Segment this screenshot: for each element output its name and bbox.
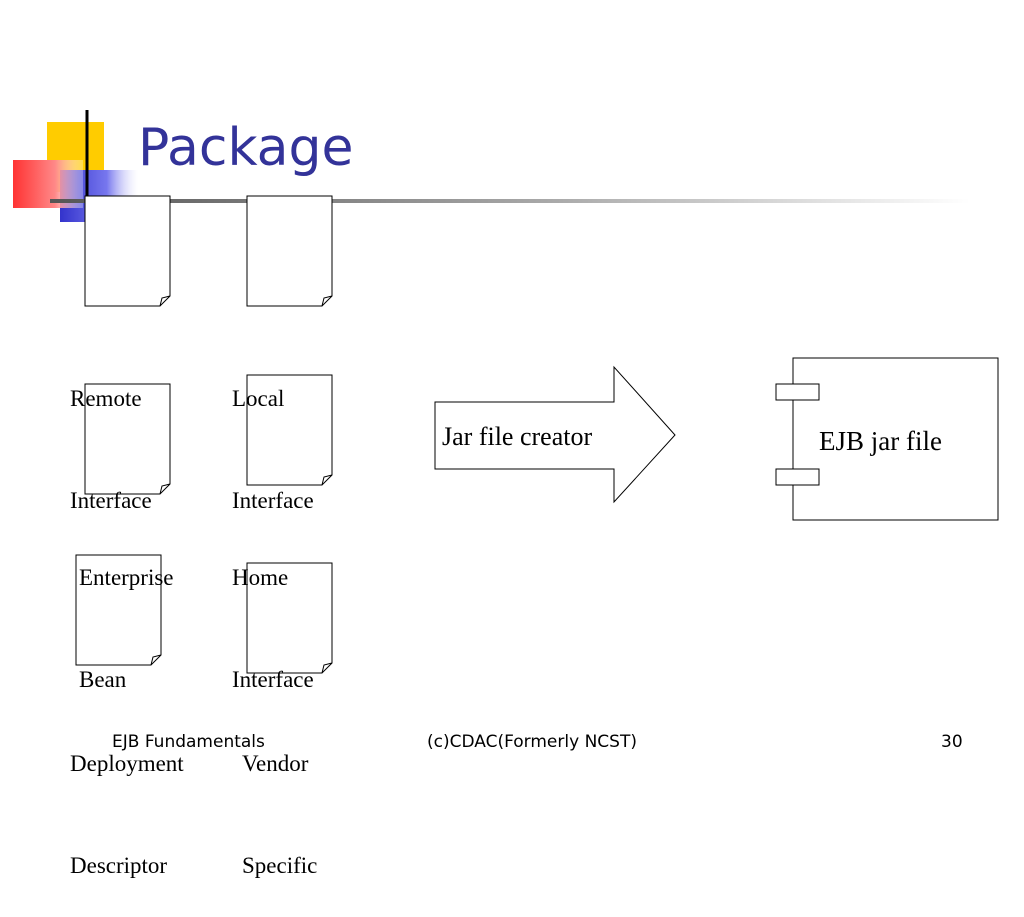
- label-line: Home: [232, 565, 289, 590]
- label-remote-interface: Remote Interface: [70, 314, 152, 552]
- slide-graphics: [13, 110, 999, 674]
- jar-box: [792, 357, 999, 521]
- document-remote-interface: [84, 195, 171, 307]
- document-vendor-specific: [246, 562, 333, 674]
- label-line: Interface: [70, 488, 152, 513]
- slide-title: Package: [138, 118, 354, 178]
- document-home-interface: [246, 374, 333, 486]
- footer-left: EJB Fundamentals: [112, 732, 265, 752]
- footer-page-number: 30: [941, 732, 963, 752]
- label-line: Descriptor: [70, 853, 168, 878]
- jar-creator-arrow: [434, 365, 676, 504]
- ejb-jar-component: [775, 357, 999, 521]
- label-enterprise-bean: Enterprise Bean: [79, 493, 174, 731]
- footer-center: (c)CDAC(Formerly NCST): [427, 732, 637, 752]
- document-local-interface: [246, 195, 333, 307]
- label-vendor-specific: Vendor Specific: [242, 679, 317, 917]
- label-line: Specific: [242, 853, 318, 878]
- document-enterprise-bean: [84, 383, 171, 495]
- label-line: Bean: [79, 667, 127, 692]
- arrow-label: Jar file creator: [442, 422, 593, 451]
- label-line: Local: [232, 386, 285, 411]
- label-deployment-descriptor: Deployment Descriptor: [70, 679, 184, 917]
- label-home-interface: Home Interface: [232, 493, 314, 731]
- jar-port-top: [775, 383, 820, 401]
- label-local-interface: Local Interface: [232, 314, 314, 552]
- label-line: Interface: [232, 667, 314, 692]
- document-deployment-descriptor: [75, 554, 162, 666]
- label-line: Enterprise: [79, 565, 174, 590]
- jar-label: EJB jar file: [819, 426, 942, 456]
- label-line: Interface: [232, 488, 314, 513]
- label-line: Remote: [70, 386, 142, 411]
- jar-port-bottom: [775, 468, 820, 486]
- title-underline: [50, 199, 970, 203]
